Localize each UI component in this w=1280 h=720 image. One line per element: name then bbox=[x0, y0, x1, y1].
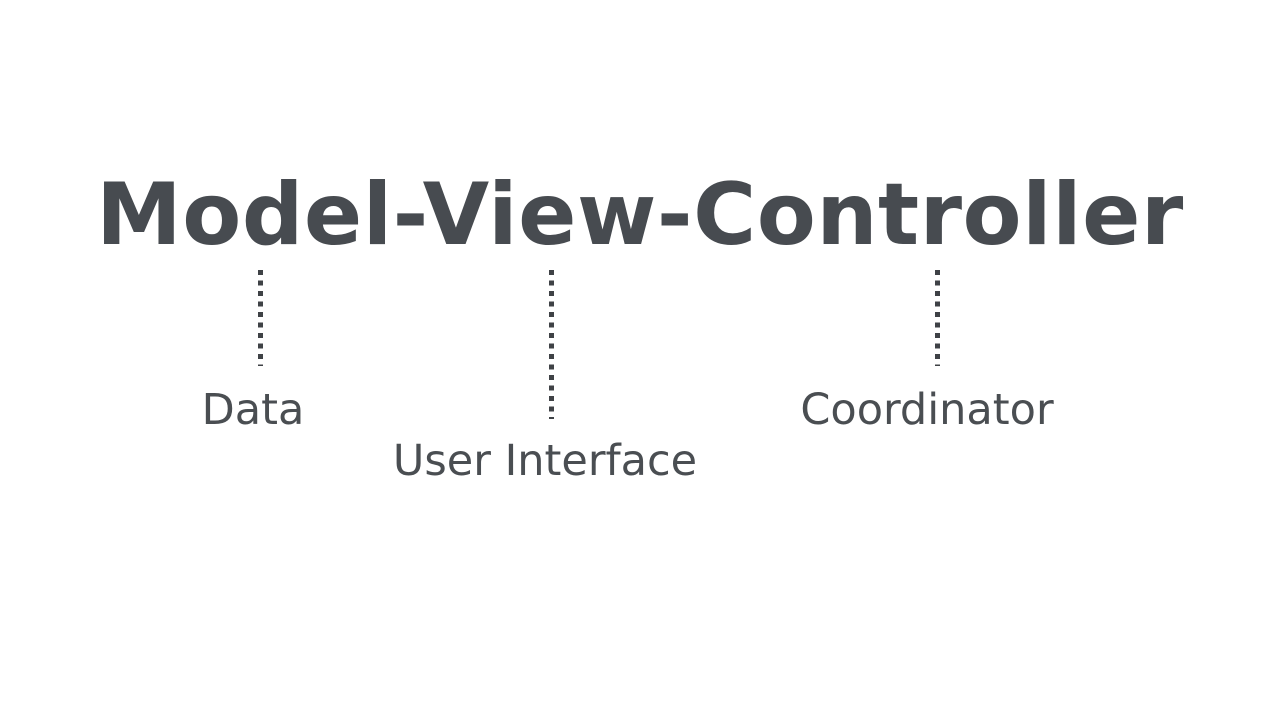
controller-label: Coordinator bbox=[800, 385, 1054, 435]
model-label: Data bbox=[201, 385, 305, 435]
page-title: Model-View-Controller bbox=[96, 165, 1184, 265]
controller-connector-dotted-line bbox=[935, 270, 940, 366]
model-connector-dotted-line bbox=[258, 270, 263, 366]
view-label: User Interface bbox=[392, 436, 698, 486]
view-connector-dotted-line bbox=[549, 270, 554, 419]
